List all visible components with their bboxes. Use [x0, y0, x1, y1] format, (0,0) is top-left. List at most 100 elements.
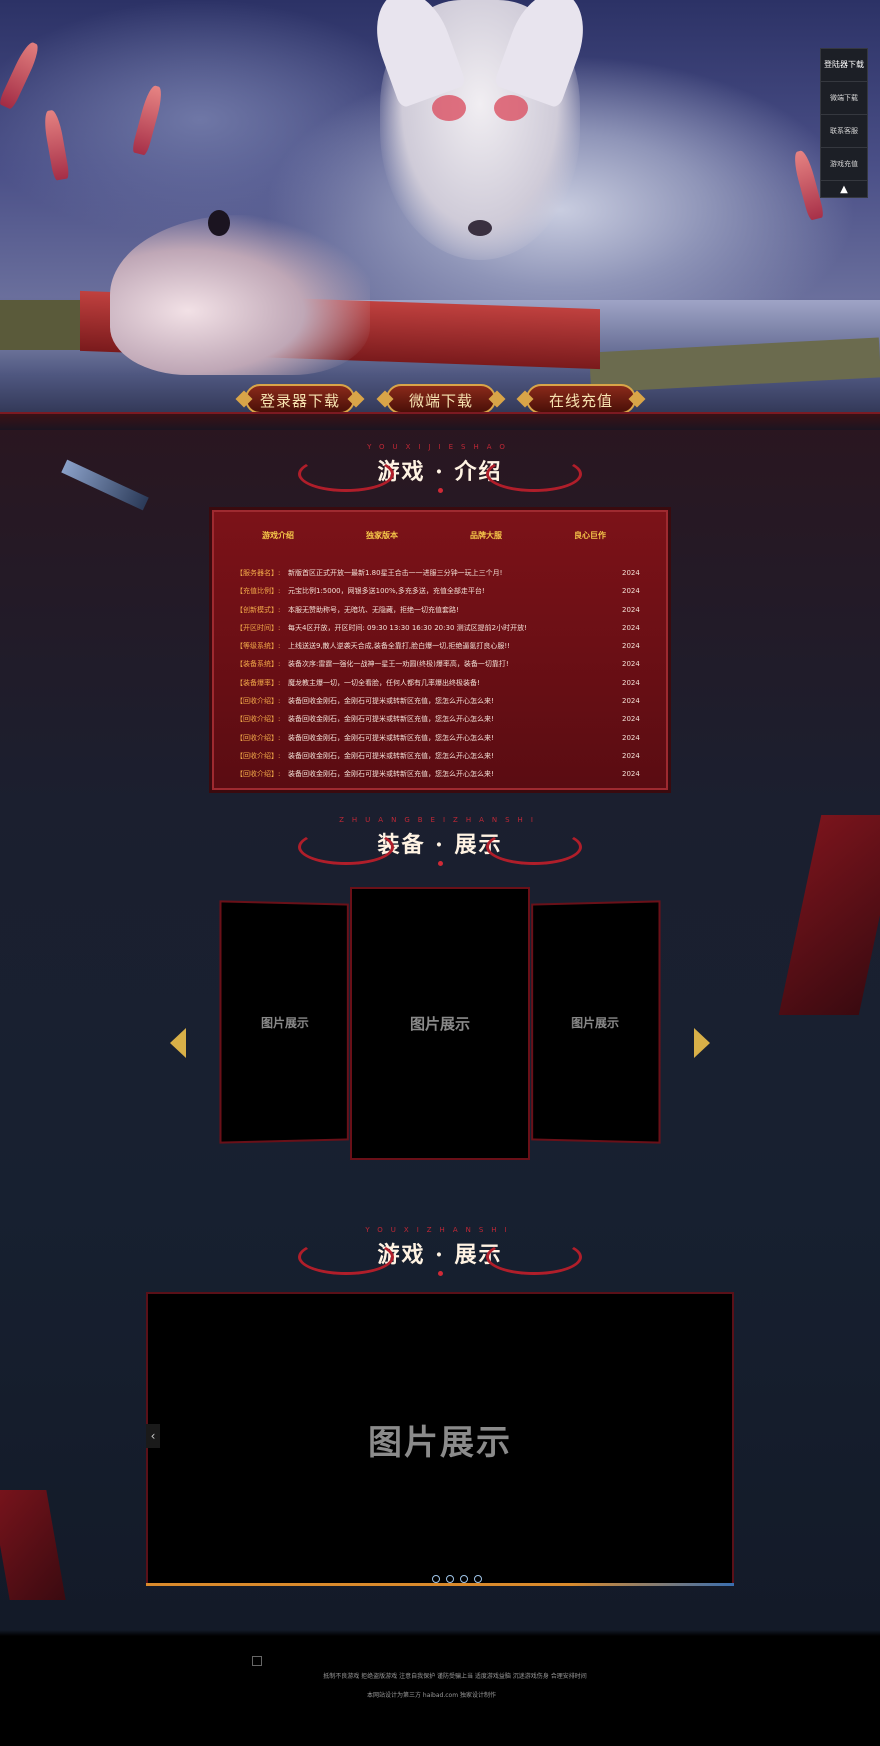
intro-row-text: 魔龙教主爆一切，一切全看脸，任何人都有几率爆出终极装备! [288, 678, 480, 687]
swirl-ornament [298, 456, 394, 492]
crystal-decoration [0, 39, 43, 111]
intro-row: 【创新模式】: 本服无赞助称号，无暗坑、无隐藏，拒绝一切充值套路! 2024 [236, 601, 646, 619]
footer: 抵制不良游戏 拒绝盗版游戏 注意自我保护 谨防受骗上当 适度游戏益脑 沉迷游戏伤… [0, 1636, 880, 1746]
title-dot [437, 1271, 443, 1276]
intro-row: 【回收介绍】: 装备回收金刚石，金刚石可提米或转新区充值，您怎么开心怎么来! 202… [236, 765, 646, 783]
intro-row-text: 装备回收金刚石，金刚石可提米或转新区充值，您怎么开心怎么来! [288, 770, 494, 779]
micro-client-download-button[interactable]: 微端下载 [386, 384, 496, 414]
launcher-download-button[interactable]: 登录器下载 [245, 384, 355, 414]
show-section-title: YOUXIZHANSHI 游戏 · 展示 [290, 1225, 590, 1295]
intro-row-text: 新版首区正式开放一最新1.80星王合击一一进服三分钟一玩上三个月! [288, 569, 503, 577]
crystal-decoration [131, 84, 165, 156]
slider-prev-button[interactable]: ‹ [146, 1424, 160, 1448]
tab-exclusive-version[interactable]: 独家版本 [366, 531, 398, 540]
arrow-up-icon: ▲ [840, 184, 848, 195]
footer-credit: 本网站设计为第三方 haibad.com 独家设计制作 [367, 1692, 496, 1699]
tab-game-intro[interactable]: 游戏介绍 [262, 531, 294, 540]
intro-row: 【回收介绍】:装备回收金刚石，金刚石可提米或转新区充值，您怎么开心怎么来!202… [236, 692, 646, 710]
intro-row-text: 上线送送9,散人逆袭天合成,装备全靠打,脸白爆一切,拒绝逼氪打良心服!! [288, 642, 510, 651]
intro-row-year: 2024 [622, 660, 640, 669]
intro-row-year: 2024 [622, 587, 640, 596]
intro-row-text: 装备回收金刚石，金刚石可提米或转新区充值，您怎么开心怎么来! [288, 751, 494, 760]
intro-section-title: YOUXIJIESHAO 游戏 · 介绍 [290, 442, 590, 512]
intro-row: 【充值比例】: 元宝比例1:5000，网银多送100%,多充多送，充值全部走平台!… [236, 582, 646, 600]
tab-brand-server[interactable]: 品牌大服 [470, 531, 502, 540]
side-nav-micro-client[interactable]: 微端下载 [821, 82, 867, 115]
intro-row-tag: 【装备爆率】: [236, 678, 281, 687]
show-slider-label: 图片展示 [368, 1422, 512, 1463]
side-nav-contact[interactable]: 联系客服 [821, 115, 867, 148]
intro-row: 【回收介绍】: 装备回收金刚石，金刚石可提米或转新区充值，您怎么开心怎么来! 202… [236, 747, 646, 765]
intro-row-tag: 【等级系统】: [236, 642, 281, 651]
intro-title-main: 游戏 · 介绍 [377, 459, 503, 485]
intro-row: 【开区时间】: 每天4区开放，开区时间: 09:30 13:30 16:30 20… [236, 619, 646, 637]
online-recharge-button[interactable]: 在线充值 [526, 384, 636, 414]
equip-panel-right[interactable]: 图片展示 [531, 900, 661, 1144]
intro-row-year: 2024 [622, 697, 640, 706]
back-to-top-button[interactable]: ▲ [821, 181, 867, 199]
side-nav-recharge[interactable]: 游戏充值 [821, 148, 867, 181]
slider-dot[interactable] [474, 1575, 482, 1583]
intro-row-year: 2024 [622, 605, 640, 614]
hero-button-bar: 登录器下载 微端下载 在线充值 [0, 384, 880, 416]
intro-row-year: 2024 [622, 770, 640, 779]
chevron-right-icon[interactable] [694, 1028, 710, 1058]
slider-progress-bar [146, 1583, 734, 1586]
show-title-main: 游戏 · 展示 [377, 1242, 503, 1268]
swirl-ornament [486, 456, 582, 492]
side-nav-launcher[interactable]: 登陆器下载 [821, 49, 867, 82]
intro-row-year: 2024 [622, 715, 640, 724]
equip-title-sub: ZHUANGBEIZHANSHI [339, 816, 541, 824]
characters-art [110, 210, 370, 375]
intro-row-tag: 【充值比例】: [236, 587, 281, 596]
show-title-sub: YOUXIZHANSHI [365, 1226, 515, 1234]
intro-title-sub: YOUXIJIESHAO [367, 443, 513, 451]
intro-row-tag: 【创新模式】: [236, 605, 281, 614]
slider-dot[interactable] [432, 1575, 440, 1583]
intro-row-tag: 【服务器名】: [236, 569, 281, 577]
title-dot [437, 488, 443, 493]
intro-row: 【服务器名】: 新版首区正式开放一最新1.80星王合击一一进服三分钟一玩上三个月!… [236, 564, 646, 582]
intro-row-text: 每天4区开放，开区时间: 09:30 13:30 16:30 20:30 测试区… [288, 623, 527, 632]
intro-row-year: 2024 [622, 751, 640, 760]
intro-row-year: 2024 [622, 642, 640, 651]
intro-row-tag: 【回收介绍】: [236, 770, 281, 779]
equip-panel-center[interactable]: 图片展示 [350, 887, 530, 1160]
fox-spirit-art [363, 0, 597, 260]
flying-blade-decoration [61, 459, 149, 511]
intro-tabs: 游戏介绍 独家版本 品牌大服 良心巨作 [214, 530, 666, 546]
show-slider[interactable]: 图片展示 [146, 1292, 734, 1586]
intro-row: 【回收介绍】: 装备回收金刚石，金刚石可提米或转新区充值，您怎么开心怎么来! 202… [236, 710, 646, 728]
intro-row-text: 装备回收金刚石，金刚石可提米或转新区充值，您怎么开心怎么来! [288, 715, 494, 724]
equip-panel-left[interactable]: 图片展示 [219, 900, 349, 1144]
slider-dots [432, 1568, 492, 1583]
intro-panel: 游戏介绍 独家版本 品牌大服 良心巨作 【服务器名】: 新版首区正式开放一最新1.… [212, 510, 668, 790]
intro-row-tag: 【开区时间】: [236, 623, 281, 632]
chevron-left-icon[interactable] [170, 1028, 186, 1058]
intro-row-text: 装备次序:雷霆一强化一战神一星王一劝圆(终极)爆率高，装备一切靠打! [288, 660, 509, 669]
swirl-ornament [298, 1239, 394, 1275]
intro-row-year: 2024 [622, 623, 640, 632]
slider-dot[interactable] [460, 1575, 468, 1583]
footer-logo-icon [252, 1656, 262, 1666]
tab-conscience-work[interactable]: 良心巨作 [574, 531, 606, 540]
stone-ledge [0, 300, 90, 350]
intro-row-tag: 【回收介绍】: [236, 715, 281, 724]
swirl-ornament [486, 829, 582, 865]
intro-row: 【等级系统】: 上线送送9,散人逆袭天合成,装备全靠打,脸白爆一切,拒绝逼氪打良心… [236, 637, 646, 655]
intro-row: 【装备爆率】:魔龙教主爆一切，一切全看脸，任何人都有几率爆出终极装备!2024 [236, 674, 646, 692]
intro-row-text: 本服无赞助称号，无暗坑、无隐藏，拒绝一切充值套路! [288, 605, 459, 614]
footer-notice: 抵制不良游戏 拒绝盗版游戏 注意自我保护 谨防受骗上当 适度游戏益脑 沉迷游戏伤… [323, 1673, 587, 1680]
intro-row: 【回收介绍】:装备回收金刚石，金刚石可提米或转新区充值，您怎么开心怎么来!202… [236, 729, 646, 747]
intro-row: 【装备系统】:装备次序:雷霆一强化一战神一星王一劝圆(终极)爆率高，装备一切靠打… [236, 655, 646, 673]
intro-row-text: 元宝比例1:5000，网银多送100%,多充多送，充值全部走平台! [288, 587, 485, 596]
swirl-ornament [486, 1239, 582, 1275]
intro-row-tag: 【回收介绍】: [236, 751, 281, 760]
slider-dot[interactable] [446, 1575, 454, 1583]
crystal-decoration [42, 109, 70, 181]
title-dot [437, 861, 443, 866]
red-crystal-decoration [778, 815, 880, 1015]
intro-row-year: 2024 [622, 569, 640, 577]
side-nav: 登陆器下载 微端下载 联系客服 游戏充值 ▲ [820, 48, 868, 198]
